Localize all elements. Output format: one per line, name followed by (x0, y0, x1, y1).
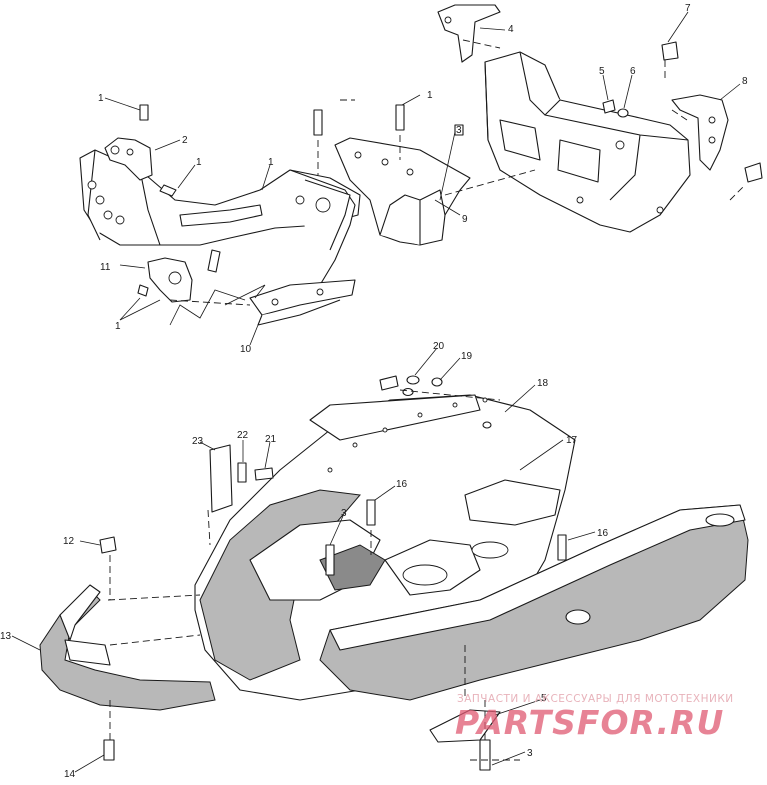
watermark-tagline: ЗАПЧАСТИ И АКСЕССУАРЫ ДЛЯ МОТОТЕХНИКИ (457, 693, 734, 705)
callout-18: 18 (537, 378, 549, 389)
callout-11: 11 (100, 262, 111, 273)
callout-16: 16 (396, 479, 408, 490)
callout-14: 14 (64, 769, 76, 780)
callout-22: 22 (237, 430, 249, 441)
support-part-10 (249, 279, 356, 326)
callout-1: 1 (196, 157, 202, 168)
front-crossmember-casting (484, 51, 691, 233)
fasteners-top (137, 104, 464, 297)
watermark-logo: PARTSFOR.RU (455, 703, 725, 742)
assembly-lines-bottom (107, 389, 520, 761)
callout-5: 5 (599, 66, 605, 77)
callout-21: 21 (265, 434, 277, 445)
bracket-part-2 (104, 137, 153, 181)
callout-20: 20 (433, 341, 445, 352)
belly-pan (319, 504, 749, 701)
bracket-part-11 (147, 257, 193, 303)
leader-lines (11, 11, 741, 773)
callout-16: 16 (597, 528, 609, 539)
callout-1: 1 (268, 157, 274, 168)
callout-1: 1 (427, 90, 433, 101)
callout-1: 1 (115, 321, 121, 332)
fasteners-bottom (99, 375, 567, 771)
callout-8: 8 (742, 76, 748, 87)
bracket-part-9 (334, 137, 471, 246)
front-frame-tube-assembly (79, 149, 361, 286)
hardware-5-6-7 (602, 41, 763, 183)
bracket-part-8 (671, 94, 729, 171)
callout-23: 23 (192, 436, 204, 447)
callout-9: 9 (462, 214, 468, 225)
callout-3: 3 (341, 508, 347, 519)
callout-3: 3 (456, 125, 462, 136)
callout-17: 17 (566, 435, 578, 446)
bracket-part-4 (437, 4, 501, 63)
callout-4: 4 (508, 24, 514, 35)
nose-pan (194, 394, 576, 701)
callout-10: 10 (240, 344, 252, 355)
callout-3: 3 (527, 748, 533, 759)
callout-1: 1 (98, 93, 104, 104)
assembly-lines-top (169, 39, 746, 326)
callout-12: 12 (63, 536, 75, 547)
hardware-21-22-23 (209, 444, 274, 513)
callout-5: 5 (541, 693, 547, 704)
front-bumper-part-13 (39, 584, 216, 711)
callout-13: 13 (0, 631, 12, 642)
callout-6: 6 (630, 66, 636, 77)
callout-labels: 1 2 1 1 11 1 1 3 9 4 5 6 7 8 10 20 19 18… (0, 3, 748, 780)
callout-7: 7 (685, 3, 691, 14)
callout-2: 2 (182, 135, 188, 146)
callout-19: 19 (461, 351, 473, 362)
